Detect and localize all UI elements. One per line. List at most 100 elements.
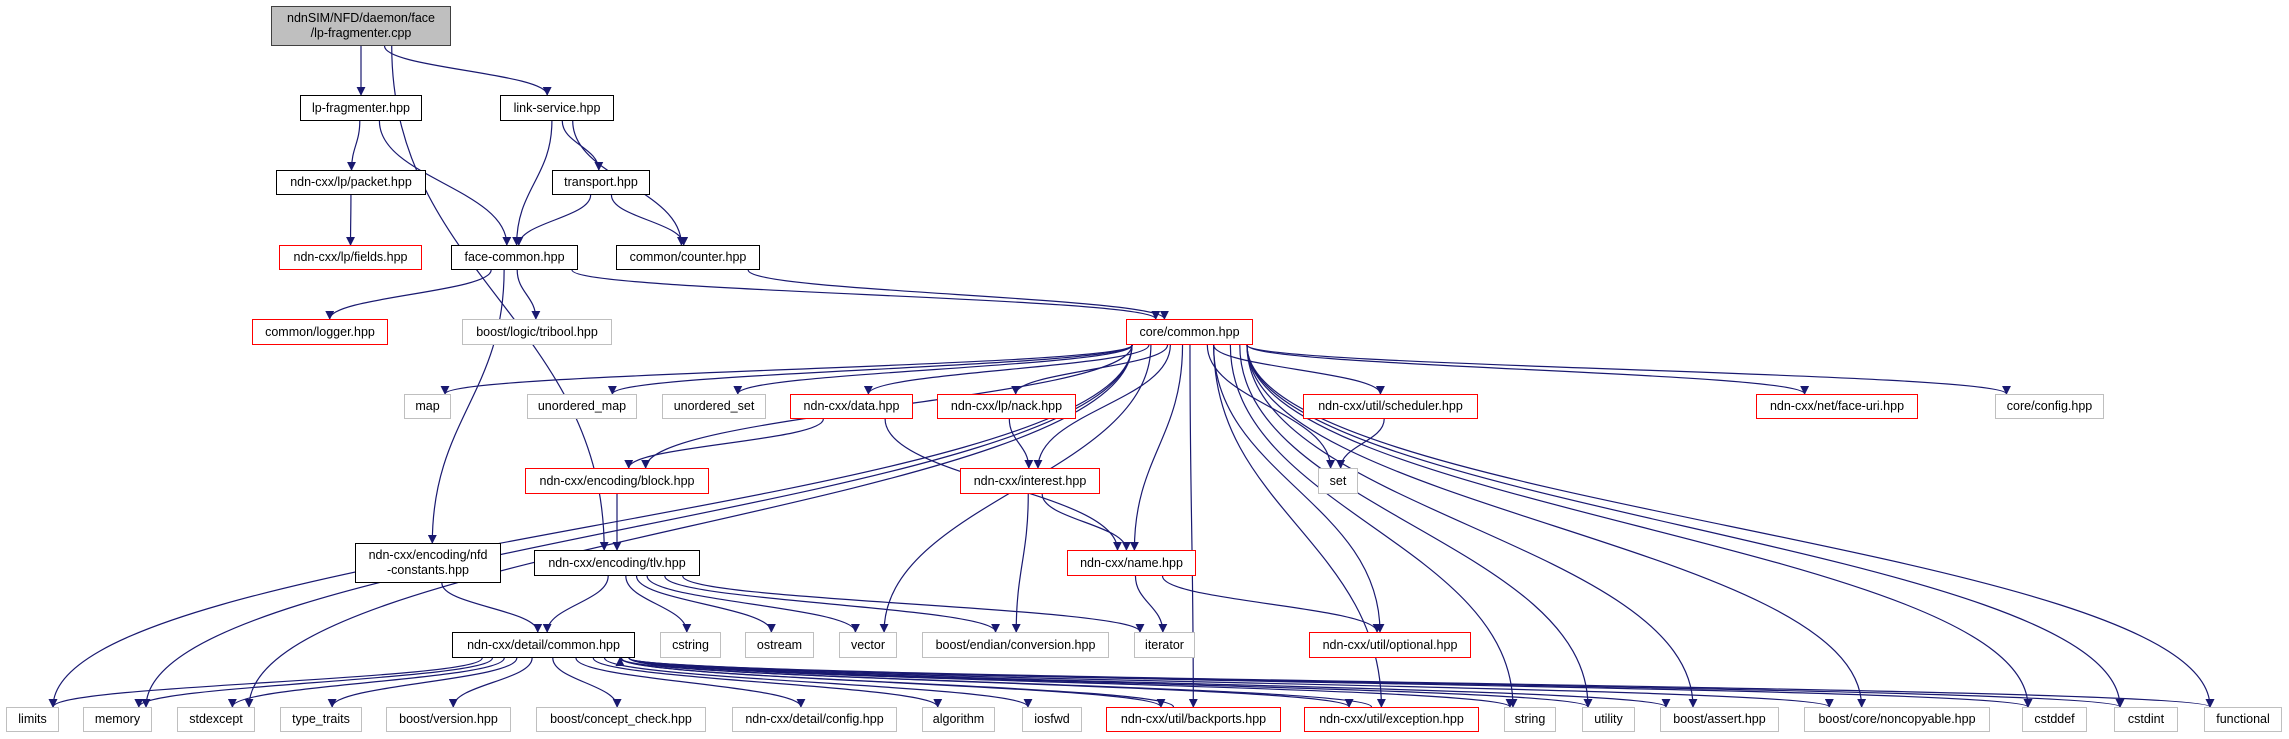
edge-root-to-tlv: [391, 45, 609, 551]
node-nfdconst[interactable]: ndn-cxx/encoding/nfd -constants.hpp: [355, 543, 501, 583]
node-umap: unordered_map: [527, 394, 637, 419]
node-noncopy: boost/core/noncopyable.hpp: [1804, 707, 1990, 732]
edge-detailcommon-to-iosfwd: [603, 657, 1033, 708]
node-endian: boost/endian/conversion.hpp: [922, 632, 1109, 658]
node-bassert: boost/assert.hpp: [1660, 707, 1779, 732]
edge-detailcommon-to-algorithm: [592, 657, 943, 708]
node-logger[interactable]: common/logger.hpp: [252, 319, 388, 345]
node-dconfig: ndn-cxx/detail/config.hpp: [732, 707, 897, 732]
edge-corecommon-to-interest: [1033, 344, 1171, 469]
edge-corecommon-to-name: [1129, 344, 1184, 551]
node-name[interactable]: ndn-cxx/name.hpp: [1067, 550, 1196, 576]
edge-exception-to-detailcommon: [615, 657, 1373, 708]
edge-corecommon-to-map: [440, 344, 1133, 395]
edge-corecommon-to-stdexcept: [244, 344, 1133, 708]
edge-tlv-to-ostream: [635, 575, 776, 633]
edge-interest-to-name: [1041, 493, 1131, 551]
node-limits: limits: [6, 707, 59, 732]
edge-detailcommon-to-concept: [552, 657, 622, 708]
edge-name-to-iterator: [1134, 575, 1168, 633]
node-fields[interactable]: ndn-cxx/lp/fields.hpp: [279, 245, 422, 270]
edge-transport-to-facecommon: [514, 194, 592, 246]
edge-corecommon-to-data: [864, 344, 1150, 395]
edge-backports-to-detailcommon: [615, 657, 1175, 708]
edge-lpfrag-to-facecommon: [378, 120, 512, 246]
node-packet[interactable]: ndn-cxx/lp/packet.hpp: [276, 170, 426, 195]
edge-corecommon-to-utility: [1239, 344, 1593, 708]
node-nack[interactable]: ndn-cxx/lp/nack.hpp: [937, 394, 1076, 419]
node-corecommon[interactable]: core/common.hpp: [1126, 319, 1253, 345]
node-functional: functional: [2204, 707, 2282, 732]
edge-facecommon-to-corecommon: [571, 269, 1161, 320]
node-memory: memory: [83, 707, 152, 732]
edge-detailcommon-to-limits: [48, 657, 483, 708]
node-vector: vector: [839, 632, 897, 658]
node-root[interactable]: ndnSIM/NFD/daemon/face /lp-fragmenter.cp…: [271, 6, 451, 46]
edge-detailcommon-to-bassert: [628, 657, 1671, 708]
edge-corecommon-to-uset: [733, 344, 1134, 395]
node-tlv[interactable]: ndn-cxx/encoding/tlv.hpp: [534, 550, 700, 576]
node-iosfwd: iosfwd: [1022, 707, 1082, 732]
edge-lpfrag-to-packet: [347, 120, 361, 171]
node-config: core/config.hpp: [1995, 394, 2104, 419]
node-string: string: [1504, 707, 1556, 732]
edge-tlv-to-iterator: [682, 575, 1145, 633]
edge-tlv-to-detailcommon: [542, 575, 609, 633]
node-exception[interactable]: ndn-cxx/util/exception.hpp: [1304, 707, 1479, 732]
node-faceuri[interactable]: ndn-cxx/net/face-uri.hpp: [1756, 394, 1918, 419]
edge-detailcommon-to-stdexcept: [227, 657, 505, 708]
node-set: set: [1318, 468, 1358, 494]
edge-facecommon-to-nfdconst: [427, 269, 505, 544]
node-concept: boost/concept_check.hpp: [536, 707, 706, 732]
edge-root-to-linksvc: [383, 45, 552, 96]
node-backports[interactable]: ndn-cxx/util/backports.hpp: [1106, 707, 1281, 732]
node-algorithm: algorithm: [922, 707, 995, 732]
edge-facecommon-to-logger: [325, 269, 492, 320]
edge-transport-to-counter: [610, 194, 689, 246]
node-facecommon[interactable]: face-common.hpp: [451, 245, 578, 270]
edge-detailcommon-to-memory: [134, 657, 493, 708]
edge-corecommon-to-nack: [1011, 344, 1169, 395]
edge-corecommon-to-config: [1246, 344, 2011, 395]
edge-detailcommon-to-noncopy: [628, 657, 1834, 708]
edge-nfdconst-to-detailcommon: [441, 582, 543, 633]
node-counter[interactable]: common/counter.hpp: [616, 245, 760, 270]
node-detailcommon[interactable]: ndn-cxx/detail/common.hpp: [452, 632, 635, 658]
node-bversion: boost/version.hpp: [386, 707, 511, 732]
edge-corecommon-to-umap: [608, 344, 1133, 395]
node-data[interactable]: ndn-cxx/data.hpp: [790, 394, 913, 419]
node-iterator: iterator: [1134, 632, 1195, 658]
edge-interest-to-endian: [1011, 493, 1029, 633]
node-interest[interactable]: ndn-cxx/interest.hpp: [960, 468, 1100, 494]
edge-name-to-optional: [1161, 575, 1382, 633]
edge-detailcommon-to-dconfig: [575, 657, 806, 708]
edge-linksvc-to-facecommon: [512, 120, 553, 246]
node-stdexcept: stdexcept: [177, 707, 255, 732]
edge-corecommon-to-scheduler: [1213, 344, 1385, 395]
node-optional[interactable]: ndn-cxx/util/optional.hpp: [1309, 632, 1471, 658]
edge-corecommon-to-optional: [1212, 344, 1385, 633]
edge-corecommon-to-cstdint: [1246, 344, 2125, 708]
node-block[interactable]: ndn-cxx/encoding/block.hpp: [525, 468, 709, 494]
edge-corecommon-to-set: [1206, 344, 1336, 469]
node-scheduler[interactable]: ndn-cxx/util/scheduler.hpp: [1303, 394, 1478, 419]
node-transport[interactable]: transport.hpp: [552, 170, 650, 195]
node-tribool: boost/logic/tribool.hpp: [462, 319, 612, 345]
edge-detailcommon-to-functional: [628, 657, 2214, 708]
node-utility: utility: [1582, 707, 1635, 732]
edge-detailcommon-to-cstdint: [628, 657, 2124, 708]
node-cstddef: cstddef: [2022, 707, 2087, 732]
node-map: map: [404, 394, 451, 419]
edge-nack-to-interest: [1008, 418, 1034, 469]
node-lpfrag[interactable]: lp-fragmenter.hpp: [300, 95, 422, 121]
edge-detailcommon-to-cstddef: [628, 657, 2032, 708]
edge-corecommon-to-faceuri: [1246, 344, 1809, 395]
edge-corecommon-to-cstddef: [1246, 344, 2033, 708]
edge-detailcommon-to-bversion: [448, 657, 533, 708]
edge-tlv-to-cstring: [625, 575, 692, 633]
edge-counter-to-corecommon: [747, 269, 1169, 320]
node-linksvc[interactable]: link-service.hpp: [500, 95, 614, 121]
edge-layer: [48, 45, 2215, 708]
node-ostream: ostream: [745, 632, 814, 658]
